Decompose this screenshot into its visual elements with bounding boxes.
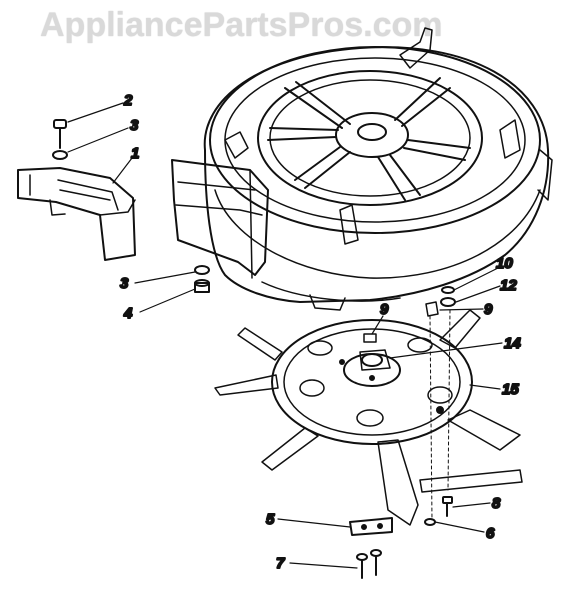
discharge-chute [171, 159, 269, 279]
washer-nut-part [194, 265, 210, 293]
callout-9-left: 9 [380, 301, 389, 318]
callout-6: 6 [486, 525, 495, 542]
callout-5: 5 [266, 511, 275, 528]
callout-10: 10 [496, 255, 513, 272]
callout-9-right: 9 [484, 301, 493, 318]
callout-8: 8 [492, 495, 501, 512]
callout-15: 15 [502, 381, 519, 398]
callout-7: 7 [276, 555, 285, 572]
blower-housing [203, 27, 553, 311]
callout-3-top: 3 [130, 117, 139, 134]
callout-3-bottom: 3 [120, 275, 129, 292]
watermark: AppliancePartsPros.com [40, 6, 443, 44]
callout-12: 12 [500, 277, 517, 294]
callout-4: 4 [123, 305, 133, 322]
deflector-part [17, 167, 136, 261]
callout-1: 1 [131, 145, 139, 162]
callout-labels: 2 3 1 3 4 10 12 9 9 14 15 5 6 7 8 [119, 91, 522, 573]
nut-washer-part [363, 286, 456, 521]
callout-14: 14 [504, 335, 521, 352]
bolt-part [52, 119, 68, 160]
leader-lines [67, 102, 503, 569]
bolts-part [356, 496, 453, 579]
callout-2: 2 [123, 92, 133, 109]
impeller-fan [214, 309, 521, 526]
mounting-plate-part [349, 469, 523, 536]
